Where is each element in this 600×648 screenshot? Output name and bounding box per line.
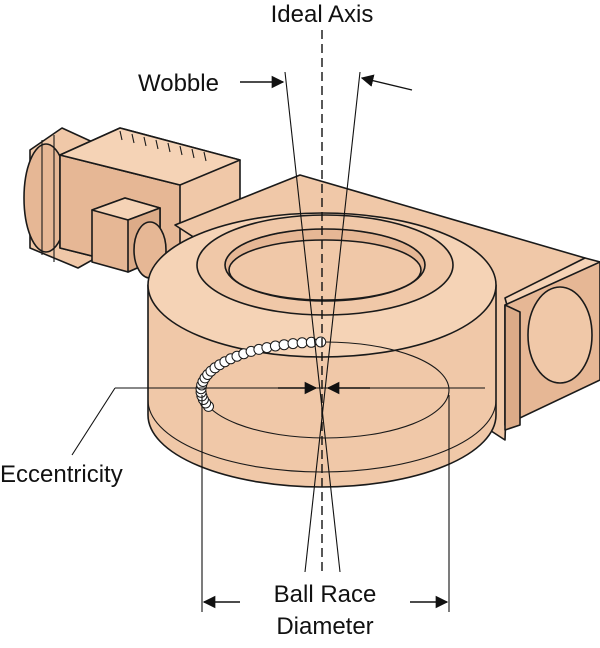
eccentricity-dimension: Eccentricity xyxy=(0,381,485,488)
wobble-label: Wobble xyxy=(138,70,219,97)
eccentricity-label: Eccentricity xyxy=(0,461,123,488)
ball-bearing xyxy=(278,339,290,351)
ball-race-label-line1: Ball Race xyxy=(274,581,377,608)
ball-bearing xyxy=(296,337,308,349)
eccentricity-leader xyxy=(71,387,116,456)
rotor-bore xyxy=(228,239,422,301)
ball-race-label-line2: Diameter xyxy=(276,613,373,640)
wobble-dimension: Wobble xyxy=(138,70,413,97)
ball-bearing xyxy=(287,338,299,350)
side-block-front xyxy=(504,304,521,431)
ball-race-diameter-dimension: Ball Race Diameter xyxy=(201,395,450,640)
ball-bearing xyxy=(315,336,327,348)
side-block-bore xyxy=(527,286,593,384)
ball-bearings xyxy=(195,336,327,412)
ideal-axis-label: Ideal Axis xyxy=(271,1,374,28)
wobble-axis-right xyxy=(304,71,361,573)
stage-body xyxy=(147,174,600,488)
axis-lines xyxy=(284,30,361,575)
wobble-axis-left xyxy=(284,71,341,573)
